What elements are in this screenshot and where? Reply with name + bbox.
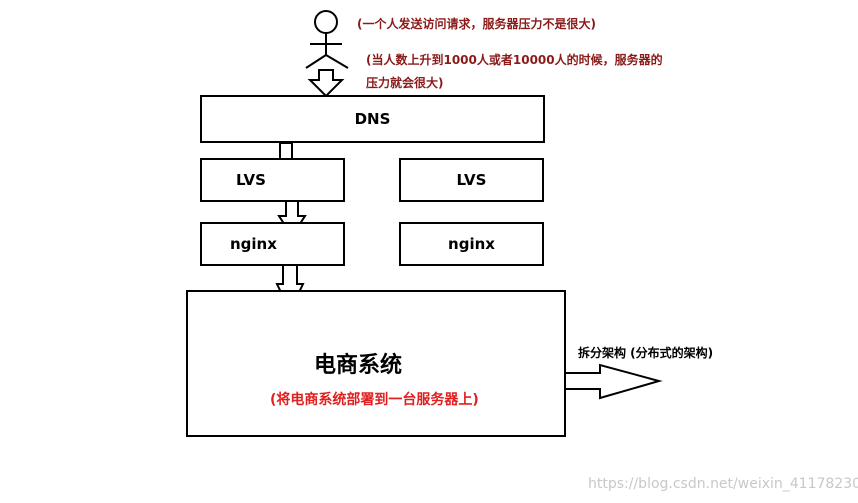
many-users-note-line1: (当人数上升到1000人或者10000人的时候，服务器的 — [366, 53, 663, 67]
user-icon — [305, 10, 349, 69]
ecommerce-subtitle: (将电商系统部署到一台服务器上) — [270, 392, 479, 408]
lvs-left-label: LVS — [236, 171, 266, 189]
watermark: https://blog.csdn.net/weixin_41178230 — [588, 476, 858, 492]
dns-node: DNS — [200, 95, 545, 143]
arrow-user-to-dns — [307, 69, 345, 98]
dns-label: DNS — [354, 110, 391, 128]
lvs-node-right: LVS — [399, 158, 544, 202]
nginx-left-label: nginx — [230, 235, 277, 253]
lvs-right-label: LVS — [456, 171, 487, 189]
nginx-node-left: nginx — [200, 222, 345, 266]
lvs-node-left: LVS — [200, 158, 345, 202]
single-user-note: (一个人发送访问请求，服务器压力不是很大) — [357, 17, 596, 31]
many-users-note-line2: 压力就会很大) — [366, 76, 444, 90]
ecommerce-system-node — [186, 290, 566, 437]
split-architecture-label: 拆分架构 (分布式的架构) — [578, 346, 714, 360]
ecommerce-title: 电商系统 — [314, 353, 403, 378]
nginx-node-right: nginx — [399, 222, 544, 266]
nginx-right-label: nginx — [448, 235, 495, 253]
